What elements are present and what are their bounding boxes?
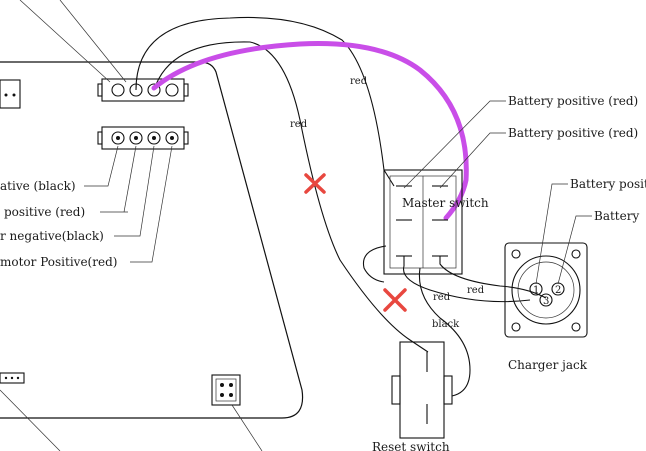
wire-red-top	[135, 16, 395, 187]
wire-red-jack-1	[402, 256, 531, 303]
label-motor-negative-black-2: r negative(black)	[0, 229, 104, 243]
wire-label-black: black	[432, 319, 460, 330]
pin-label-2: 2	[555, 285, 561, 296]
pin-label-1: 1	[533, 285, 539, 296]
label-motor-positive-red-1: positive (red)	[4, 205, 85, 219]
wire-black	[418, 267, 471, 397]
pin-label-3: 3	[543, 296, 549, 307]
cross-mark-lower	[383, 288, 407, 312]
cross-mark-upper	[304, 173, 326, 194]
label-battery-positive-red-1: Battery positive (red)	[508, 94, 638, 108]
label-battery-jack-2: Battery	[594, 209, 639, 223]
master-switch	[383, 169, 463, 275]
leader-line	[100, 145, 137, 213]
leader-line	[114, 145, 155, 237]
label-motor-positive-red-2: motor Positive(red)	[0, 255, 117, 269]
connector-bottom-left	[0, 372, 25, 384]
wire-label-red-left: red	[290, 119, 308, 130]
leader-line	[403, 100, 506, 189]
connector-bottom-square	[211, 374, 241, 406]
wire-red-left	[153, 41, 429, 353]
wire-loop	[362, 245, 387, 283]
wire-highlight	[151, 41, 469, 221]
wire-label-red-jack-1: red	[433, 292, 451, 303]
reset-switch	[391, 341, 453, 439]
label-master-switch: Master switch	[402, 196, 489, 210]
label-battery-positive-jack: Battery positive	[570, 177, 646, 191]
leader-line	[84, 145, 119, 187]
label-battery-positive-red-2: Battery positive (red)	[508, 126, 638, 140]
label-motor-negative-black-1: ative (black)	[0, 179, 76, 193]
charger-jack	[504, 242, 588, 338]
leader-line	[535, 183, 568, 285]
label-charger-jack: Charger jack	[508, 358, 588, 372]
leader-line	[19, 0, 111, 83]
second-4pin-connector	[97, 126, 189, 150]
leader-line	[0, 389, 61, 451]
leader-line	[439, 132, 506, 189]
wire-label-red-top: red	[350, 76, 368, 87]
leader-line	[231, 404, 263, 451]
leader-line	[130, 145, 173, 263]
leader-line	[59, 0, 127, 83]
wire-red-jack-2	[439, 256, 547, 299]
label-reset-switch: Reset switch	[372, 440, 450, 451]
wire-label-red-jack-2: red	[467, 285, 485, 296]
connector-top-left	[0, 79, 21, 109]
leader-line	[557, 215, 592, 285]
